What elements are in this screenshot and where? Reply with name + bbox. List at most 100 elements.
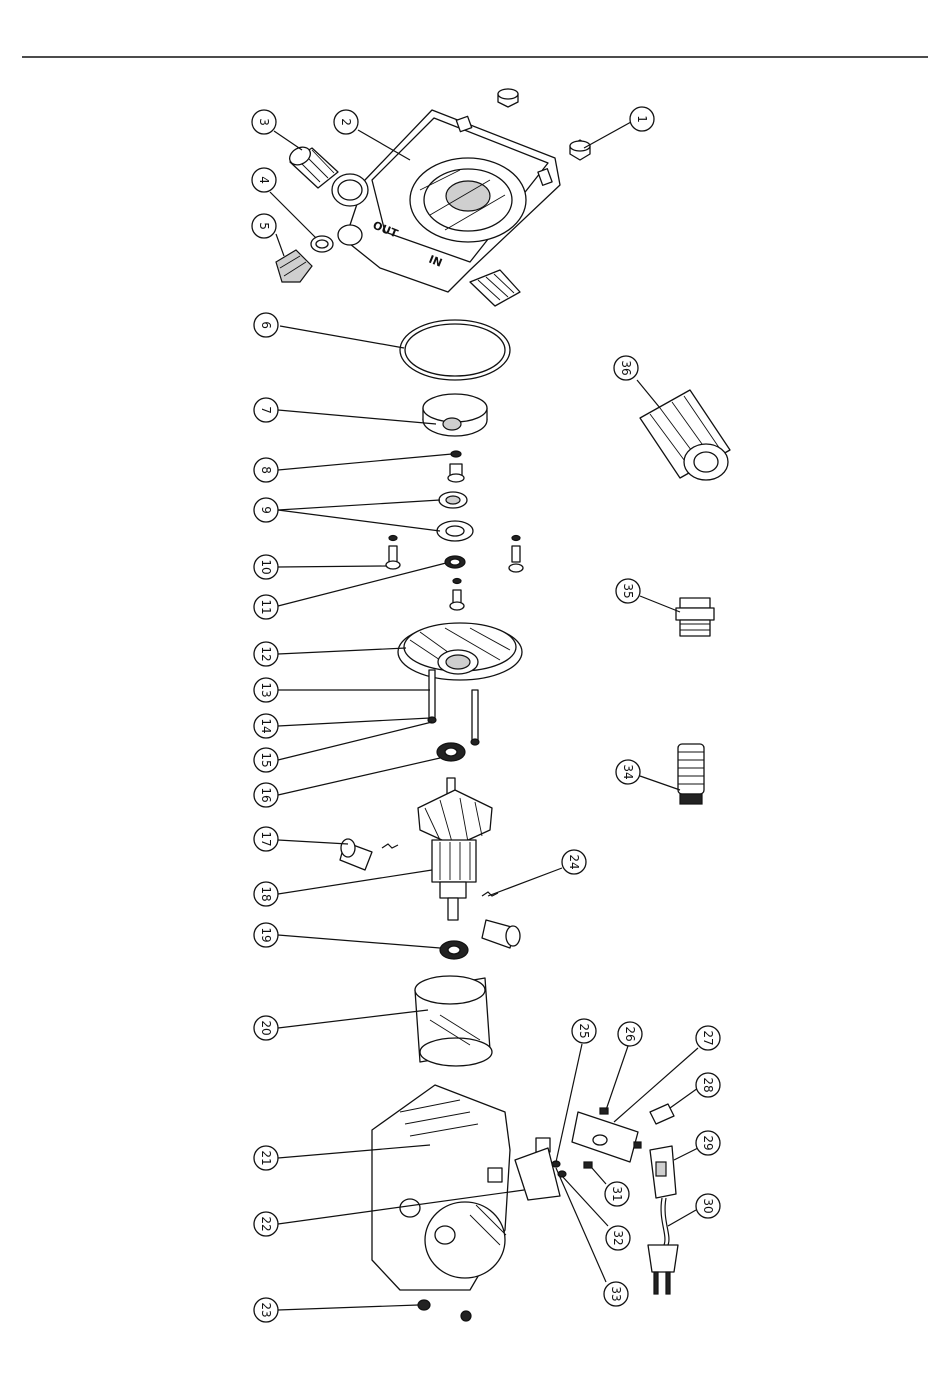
callout-21-label: 21 — [259, 1150, 273, 1165]
callout-16: 16 — [254, 783, 278, 807]
part-cap-top — [498, 89, 518, 107]
leader-35 — [640, 596, 680, 612]
callout-6: 6 — [254, 313, 278, 337]
leader-36 — [637, 380, 660, 408]
part-27-cover-plate — [572, 1112, 638, 1162]
callout-23: 23 — [254, 1298, 278, 1322]
callout-1: 1 — [630, 107, 654, 131]
part-31-screw-2 — [634, 1142, 641, 1148]
leader-5 — [276, 234, 284, 256]
callout-25-label: 25 — [577, 1023, 591, 1038]
part-36-strainer — [640, 390, 730, 480]
part-2-pump-housing: OUT IN — [332, 110, 560, 306]
part-35-nipple-fitting — [676, 598, 714, 636]
part-20-stator — [415, 976, 492, 1066]
callout-23-label: 23 — [259, 1302, 273, 1317]
part-24-carbon-brush — [482, 892, 520, 948]
callout-5: 5 — [252, 214, 276, 238]
callout-26-label: 26 — [623, 1026, 637, 1041]
callout-1-label: 1 — [635, 115, 649, 123]
callout-15: 15 — [254, 748, 278, 772]
callout-18: 18 — [254, 882, 278, 906]
callout-30: 30 — [696, 1194, 720, 1218]
callout-11: 11 — [254, 595, 278, 619]
callout-28: 28 — [696, 1073, 720, 1097]
callout-11-label: 11 — [259, 599, 273, 614]
leader-19 — [278, 935, 440, 948]
leader-28 — [670, 1088, 698, 1108]
leader-24 — [488, 868, 562, 896]
callout-32: 32 — [606, 1226, 630, 1250]
callout-25: 25 — [572, 1019, 596, 1043]
part-6-o-ring-inner — [405, 324, 505, 376]
callout-32-label: 32 — [611, 1230, 625, 1245]
callout-4: 4 — [252, 168, 276, 192]
callout-27: 27 — [696, 1026, 720, 1050]
part-10-screw-left — [386, 536, 400, 570]
callout-31-label: 31 — [610, 1186, 624, 1201]
leader-12 — [278, 648, 406, 654]
leader-32 — [562, 1176, 608, 1226]
part-23-drain-plug — [418, 1300, 430, 1310]
callout-30-label: 30 — [701, 1198, 715, 1213]
callout-28-label: 28 — [701, 1077, 715, 1092]
callout-17-label: 17 — [259, 831, 273, 846]
leader-34 — [640, 776, 680, 790]
callout-35-label: 35 — [621, 583, 635, 598]
callout-13-label: 13 — [259, 682, 273, 697]
leader-15 — [278, 722, 432, 760]
callout-10-label: 10 — [259, 559, 273, 574]
callout-9-label: 9 — [259, 506, 273, 514]
leader-1 — [584, 122, 631, 148]
callout-24-label: 24 — [567, 854, 581, 869]
callout-27-label: 27 — [701, 1030, 715, 1045]
part-7-impeller — [423, 394, 487, 436]
callout-21: 21 — [254, 1146, 278, 1170]
callout-13: 13 — [254, 678, 278, 702]
part-11-screw — [450, 579, 464, 611]
callout-20-label: 20 — [259, 1020, 273, 1035]
leader-18 — [278, 870, 432, 894]
callout-4-label: 4 — [257, 176, 271, 184]
callout-19: 19 — [254, 923, 278, 947]
callout-16-label: 16 — [259, 787, 273, 802]
leader-14 — [278, 718, 430, 726]
part-13-bolt — [428, 670, 436, 723]
leader-7 — [278, 410, 436, 424]
callout-7: 7 — [254, 398, 278, 422]
callout-9: 9 — [254, 498, 278, 522]
part-16-bearing-hole — [445, 748, 457, 756]
part-12-motor-flange — [398, 623, 522, 680]
callout-31: 31 — [605, 1182, 629, 1206]
leader-17 — [278, 840, 348, 844]
part-15-bolt — [471, 690, 479, 745]
callout-8-label: 8 — [259, 466, 273, 474]
part-4-washer-hole — [316, 240, 328, 248]
part-29-cord-protector — [650, 1146, 676, 1198]
callout-20: 20 — [254, 1016, 278, 1040]
leader-31 — [592, 1168, 606, 1184]
callout-8: 8 — [254, 458, 278, 482]
part-10-screw-right — [509, 536, 523, 573]
leader-10 — [278, 566, 386, 567]
callout-12-label: 12 — [259, 646, 273, 661]
callout-22-label: 22 — [259, 1216, 273, 1231]
callout-24: 24 — [562, 850, 586, 874]
part-1-cap — [570, 140, 590, 160]
part-31-screw — [584, 1162, 592, 1168]
leader-4 — [270, 192, 316, 238]
callout-14-label: 14 — [259, 718, 273, 733]
part-34-hose-barb — [678, 744, 704, 804]
leader-30 — [668, 1210, 696, 1226]
leader-16 — [278, 758, 440, 795]
callout-12: 12 — [254, 642, 278, 666]
callout-3-label: 3 — [257, 118, 271, 126]
callout-36: 36 — [614, 356, 638, 380]
leader-6 — [280, 326, 404, 348]
part-9-seal-upper-core — [446, 496, 460, 504]
leader-23 — [278, 1305, 418, 1310]
callout-2: 2 — [334, 110, 358, 134]
leader-9b — [278, 510, 440, 531]
